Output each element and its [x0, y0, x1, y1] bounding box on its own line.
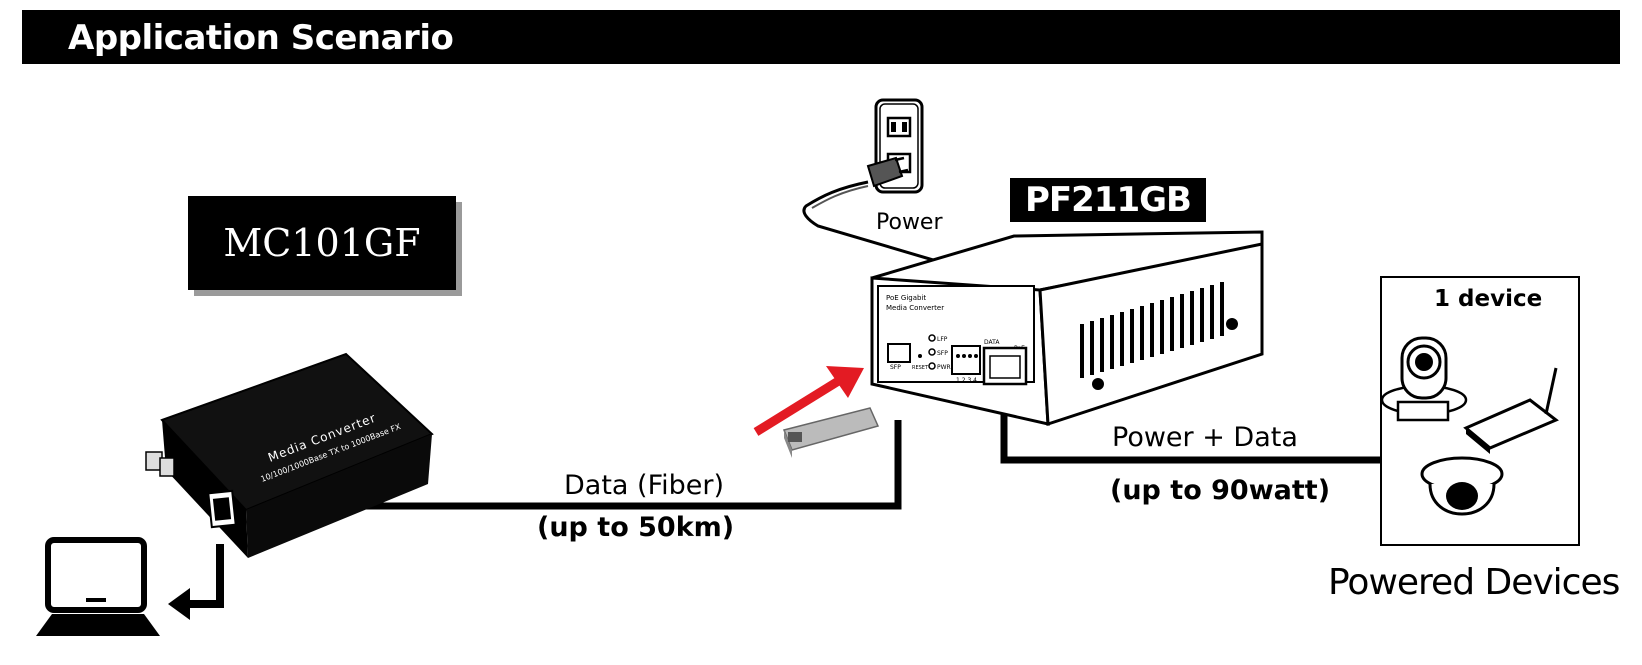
led-3-label: PWR — [937, 364, 951, 371]
return-arrow-icon — [168, 544, 224, 620]
power-plug-icon — [866, 156, 909, 188]
ip-camera-icon — [1380, 336, 1468, 422]
led-1-label: LFP — [937, 336, 948, 343]
insert-arrow-icon — [753, 366, 864, 436]
panel-text-1: PoE Gigabit — [886, 294, 926, 302]
header-bar: Application Scenario — [22, 10, 1620, 64]
port-sfp-label: SFP — [890, 364, 901, 371]
power-label: Power — [876, 210, 943, 235]
panel-text-2: Media Converter — [886, 304, 944, 312]
powered-devices-box — [1380, 276, 1580, 546]
mc101gf-device: Media Converter 10/100/1000Base TX to 10… — [145, 352, 434, 558]
power-budget-label: (up to 90watt) — [1110, 475, 1331, 506]
mc101gf-label-text: MC101GF — [223, 221, 421, 265]
wireless-ap-icon — [1463, 367, 1559, 454]
sfp-module-icon — [782, 407, 880, 458]
dome-camera-icon — [1420, 456, 1504, 516]
pf211gb-device: PoE Gigabit Media Converter SFP RESET LF… — [870, 230, 1264, 427]
port-data-label: DATA — [984, 339, 1000, 346]
laptop-icon — [36, 537, 160, 636]
reset-label: RESET — [912, 365, 929, 371]
power-data-label: Power + Data — [1112, 422, 1298, 453]
dip-numbers: 1 2 3 4 — [956, 377, 977, 384]
mc101gf-label: MC101GF — [188, 196, 456, 290]
powered-devices-label: Powered Devices — [1328, 562, 1620, 603]
data-fiber-label: Data (Fiber) — [564, 470, 725, 501]
power-cord — [802, 180, 941, 264]
page-title: Application Scenario — [68, 18, 454, 58]
led-2-label: SFP — [937, 350, 948, 357]
fiber-distance-label: (up to 50km) — [537, 512, 735, 543]
fiber-cable — [360, 420, 902, 510]
pf211gb-label-text: PF211GB — [1025, 180, 1192, 220]
device-count-label: 1 device — [1434, 286, 1543, 312]
pf211gb-label: PF211GB — [1010, 178, 1206, 222]
